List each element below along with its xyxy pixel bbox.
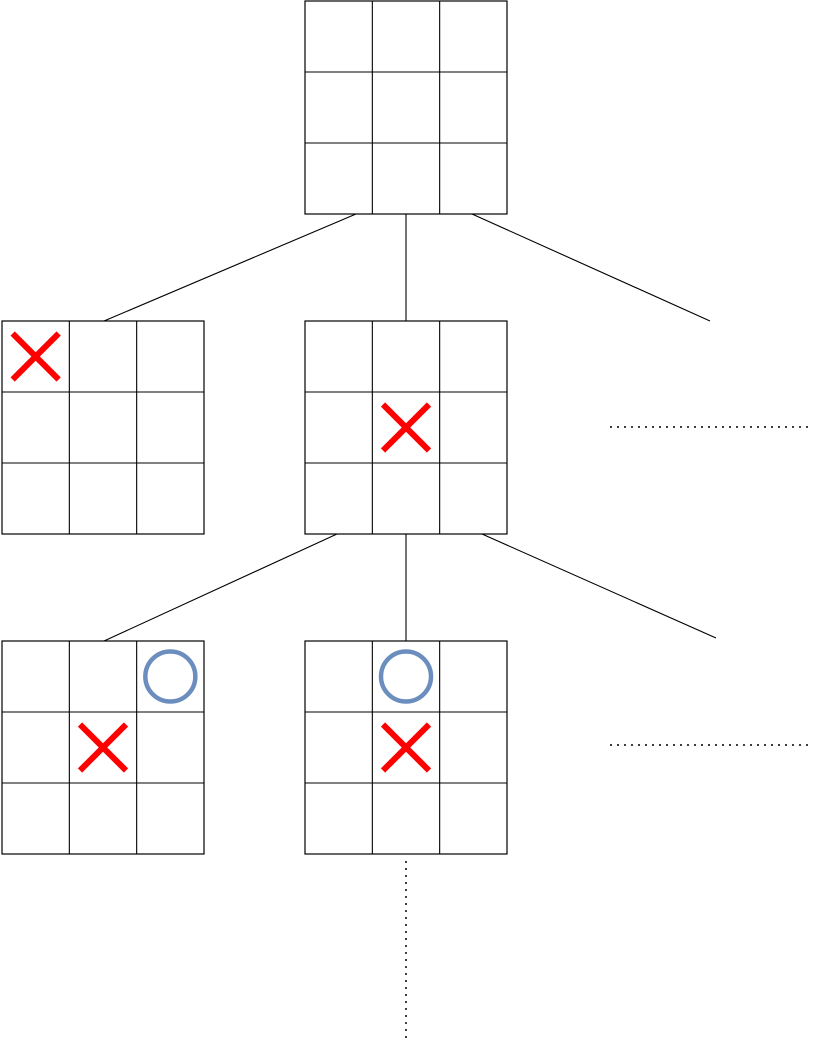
tree-edge-root-to-more-children xyxy=(471,213,711,322)
tree-edges xyxy=(103,213,811,1041)
board-root xyxy=(304,0,508,215)
x-mark-icon xyxy=(10,331,61,382)
board-cell xyxy=(77,722,129,773)
board-cell xyxy=(378,649,434,704)
board-cell xyxy=(380,722,432,773)
x-mark-icon xyxy=(77,722,129,773)
board-cell xyxy=(143,649,198,704)
tree-edge-root-to-child-corner xyxy=(103,213,357,322)
x-mark-icon xyxy=(380,722,432,773)
board-child-center xyxy=(304,320,508,535)
board-frame xyxy=(304,0,508,215)
board-cell xyxy=(10,331,61,382)
board-child-corner xyxy=(1,320,205,535)
board-grandchild-corner-o xyxy=(1,640,205,855)
tree-boards xyxy=(1,0,508,855)
x-mark-icon xyxy=(380,402,432,453)
tree-edge-child-center-to-grandchild-corner-o xyxy=(103,533,338,642)
board-cell xyxy=(380,402,432,453)
o-mark-icon xyxy=(378,649,434,704)
tree-edge-child-center-to-more-grandchildren xyxy=(481,533,717,639)
board-grandchild-edge-o xyxy=(304,640,508,855)
o-mark-icon xyxy=(143,649,198,704)
